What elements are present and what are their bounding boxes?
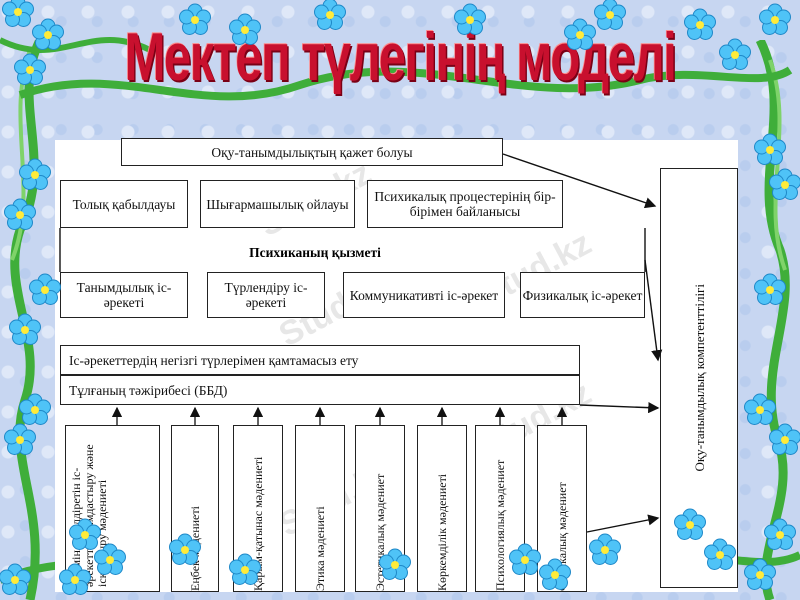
psych-function-label: Психиканың қызметі xyxy=(249,244,381,260)
green-frame-top xyxy=(0,37,793,101)
transform-activity-box: Түрлендіру іс-әрекеті xyxy=(207,272,325,318)
connector-arrows xyxy=(59,153,663,533)
perception-box: Толық қабылдауы xyxy=(60,180,188,228)
cognitive-activity-box: Танымдылық іс-әрекеті xyxy=(60,272,188,318)
activity-support-box: Іс-әрекеттердің негізгі түрлерімен қамта… xyxy=(60,345,580,375)
communicative-activity-box: Коммуникативті іс-әрекет xyxy=(343,272,505,318)
culture-column: Этика мәдениеті xyxy=(295,425,345,592)
culture-column: Көркемділік мәдениеті xyxy=(417,425,467,592)
physical-activity-box: Физикалық іс-әрекет xyxy=(520,272,645,318)
need-for-cognition-box: Оқу-танымдылықтың қажет болуы xyxy=(121,138,503,166)
personal-experience-box: Тұлғаның тәжірибесі (ББД) xyxy=(60,375,580,405)
mental-processes-box: Психикалық процестерінің бір-бірімен бай… xyxy=(367,180,563,228)
creative-thinking-box: Шығармашылық ойлауы xyxy=(200,180,355,228)
culture-column: Физикалық мәдениет xyxy=(537,425,587,592)
